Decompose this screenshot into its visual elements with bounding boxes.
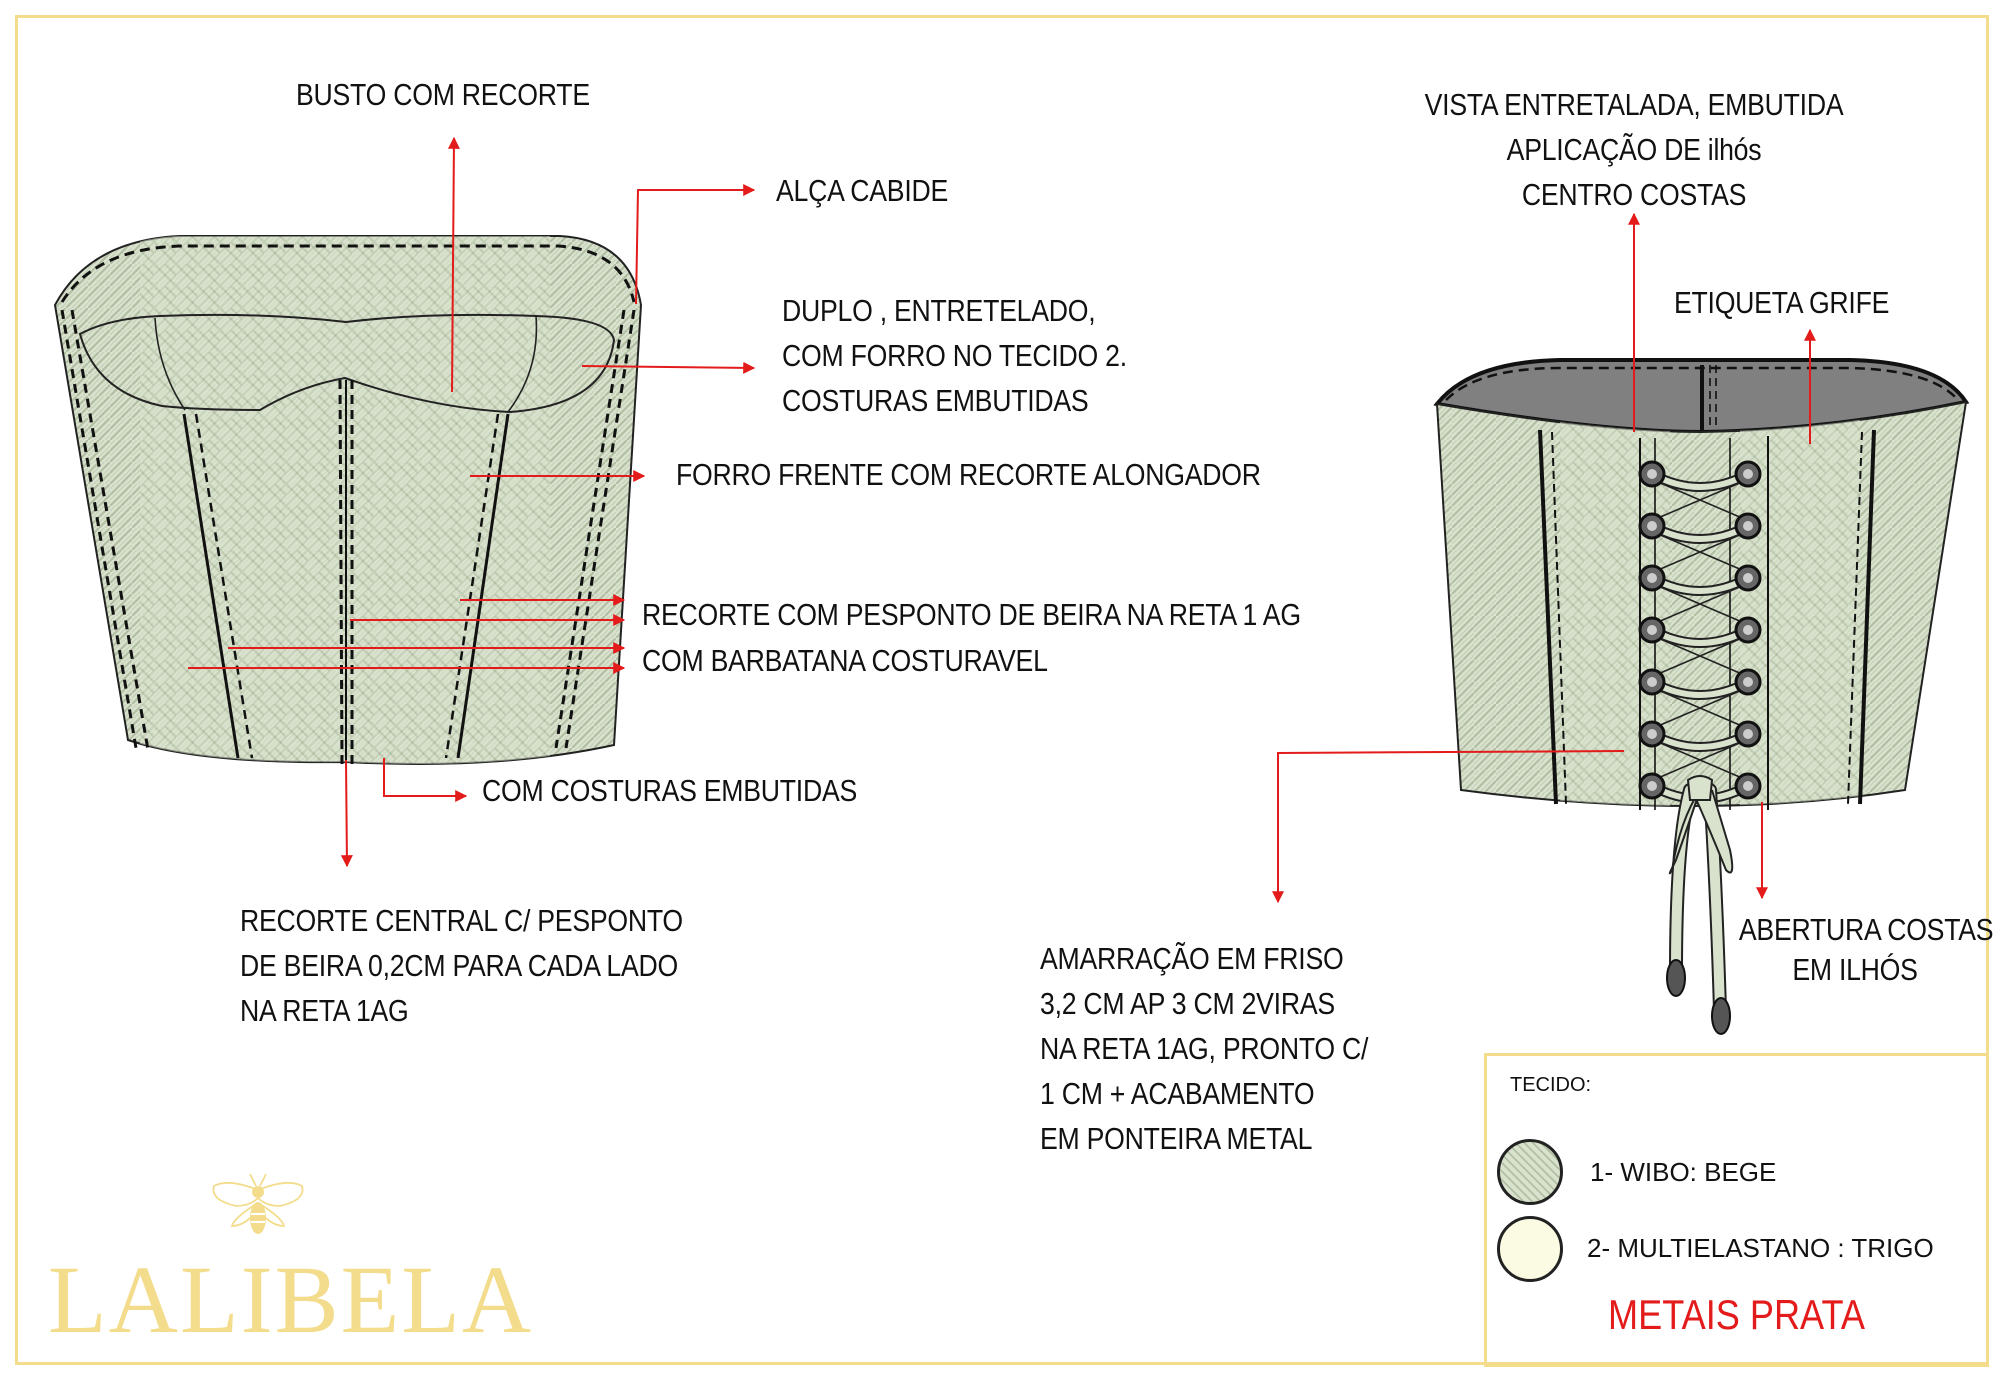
legend-item-multielastano: 2- MULTIELASTANO : TRIGO xyxy=(1587,1233,1934,1263)
eyelet-hole xyxy=(1743,521,1753,531)
tie-ends xyxy=(1666,775,1734,1035)
label-recorte-pesponto: RECORTE COM PESPONTO DE BEIRA NA RETA 1 … xyxy=(642,597,1301,632)
label-duplo-entretelado: DUPLO , ENTRETELADO, COM FORRO NO TECIDO… xyxy=(782,288,1183,423)
eyelet-hole xyxy=(1743,469,1753,479)
label-line: 1 CM + ACABAMENTO xyxy=(1040,1076,1315,1111)
metals-note: METAIS PRATA xyxy=(1608,1291,1865,1338)
legend-item-wibo: 1- WIBO: BEGE xyxy=(1590,1157,1777,1187)
front-corset xyxy=(53,235,643,765)
label-costuras-embutidas: COM COSTURAS EMBUTIDAS xyxy=(482,773,858,808)
eyelet-hole xyxy=(1647,677,1657,687)
label-vista-entretelada: VISTA ENTRETALADA, EMBUTIDA APLICAÇÃO DE… xyxy=(1364,82,1904,217)
arrow-costuras xyxy=(383,758,468,802)
label-line: APLICAÇÃO DE ilhós xyxy=(1506,132,1762,167)
label-busto-com-recorte: BUSTO COM RECORTE xyxy=(296,77,590,112)
label-line: VISTA ENTRETALADA, EMBUTIDA xyxy=(1424,87,1844,122)
eyelet-hole xyxy=(1743,729,1753,739)
eyelet-hole xyxy=(1647,781,1657,791)
legend-title: TECIDO: xyxy=(1510,1074,1592,1096)
eyelet-hole xyxy=(1647,469,1657,479)
cross-lace xyxy=(1657,741,1743,779)
label-abertura-costas: ABERTURA COSTAS EM ILHÓS xyxy=(1720,910,1994,990)
label-line: AMARRAÇÃO EM FRISO xyxy=(1040,941,1344,976)
label-amarracao: AMARRAÇÃO EM FRISO 3,2 CM AP 3 CM 2VIRAS… xyxy=(1040,936,1422,1161)
cross-lace xyxy=(1657,533,1743,571)
cross-lace xyxy=(1657,637,1743,675)
label-line: NA RETA 1AG, PRONTO C/ xyxy=(1040,1031,1369,1066)
aglet-right xyxy=(1711,997,1731,1035)
eyelet-hole xyxy=(1647,521,1657,531)
brand-name: LALIBELA xyxy=(48,1246,534,1353)
eyelet-hole xyxy=(1743,677,1753,687)
arrow-duplo xyxy=(581,361,756,374)
label-line: 3,2 CM AP 3 CM 2VIRAS xyxy=(1040,986,1335,1021)
swatch-wibo-bege xyxy=(1497,1139,1563,1205)
label-barbatana: COM BARBATANA COSTURAVEL xyxy=(642,643,1048,678)
brand-logo: LALIBELA xyxy=(48,1178,534,1353)
label-line: COSTURAS EMBUTIDAS xyxy=(782,383,1089,418)
arrow-busto xyxy=(447,136,460,393)
fabric-legend: TECIDO: 1- WIBO: BEGE 2- MULTIELASTANO :… xyxy=(1484,1053,1989,1367)
sheet-frame xyxy=(15,15,1989,1365)
eyelet-hole xyxy=(1647,625,1657,635)
back-annotation-arrows xyxy=(1272,212,1816,904)
arrow-central xyxy=(340,759,353,868)
cross-lace xyxy=(1657,689,1743,727)
label-line: RECORTE CENTRAL C/ PESPONTO xyxy=(240,903,683,938)
bee-icon-slot xyxy=(48,1178,468,1244)
label-line: NA RETA 1AG xyxy=(240,993,409,1028)
label-line: EM PONTEIRA METAL xyxy=(1040,1121,1313,1156)
label-alca-cabide: ALÇA CABIDE xyxy=(776,173,949,208)
label-line: COM FORRO NO TECIDO 2. xyxy=(782,338,1127,373)
bust-cup-line xyxy=(78,313,616,414)
arrow-alca xyxy=(635,184,756,305)
eyelet-hole xyxy=(1647,729,1657,739)
label-recorte-central: RECORTE CENTRAL C/ PESPONTO DE BEIRA 0,2… xyxy=(240,898,755,1033)
label-forro-frente: FORRO FRENTE COM RECORTE ALONGADOR xyxy=(676,457,1261,492)
label-line: DUPLO , ENTRETELADO, xyxy=(782,293,1096,328)
eyelet-hole xyxy=(1647,573,1657,583)
label-line: ABERTURA COSTAS xyxy=(1738,912,1994,947)
cross-lace xyxy=(1657,481,1743,519)
label-line: EM ILHÓS xyxy=(1792,952,1918,987)
label-line: CENTRO COSTAS xyxy=(1521,177,1747,212)
label-line: DE BEIRA 0,2CM PARA CADA LADO xyxy=(240,948,678,983)
eyelet-hole xyxy=(1743,781,1753,791)
bee-icon xyxy=(212,1173,304,1234)
eyelet-hole xyxy=(1743,625,1753,635)
front-annotation-arrows xyxy=(188,136,756,868)
swatch-multielastano-trigo xyxy=(1497,1216,1563,1282)
arrow-amarracao xyxy=(1272,750,1625,904)
top-stitch xyxy=(60,244,636,303)
seam-lines xyxy=(60,309,636,765)
cross-lace xyxy=(1657,585,1743,623)
eyelet-hole xyxy=(1743,573,1753,583)
aglet-left xyxy=(1666,959,1686,997)
back-corset xyxy=(1433,358,1970,1035)
label-etiqueta-grife: ETIQUETA GRIFE xyxy=(1674,285,1890,320)
